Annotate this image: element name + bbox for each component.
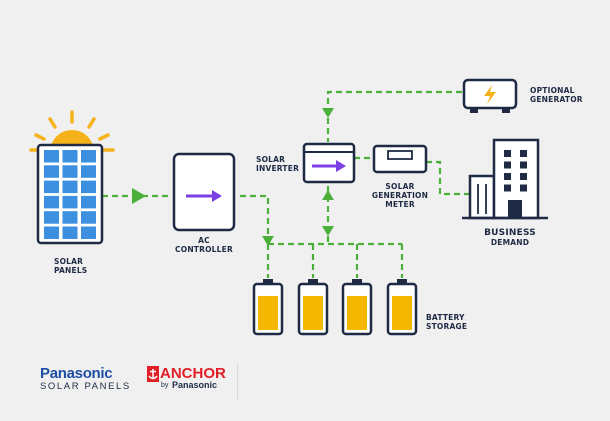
building-window [520, 173, 527, 180]
flow-arrowheads [132, 108, 334, 246]
panel-cell [81, 195, 96, 209]
panel-cell [81, 150, 96, 163]
panel-cell [62, 226, 78, 239]
generator-icon [462, 78, 518, 113]
flow-generator-to-inverter [326, 90, 462, 142]
building-window [504, 184, 511, 192]
battery-icon [297, 279, 329, 336]
anchor-by: by [161, 382, 169, 389]
arrow-down-generator [322, 108, 334, 118]
label-business-demand: BUSINESS DEMAND [484, 228, 536, 247]
anchor-icon [147, 366, 159, 382]
generation-meter-icon [372, 144, 428, 174]
label-solar-inverter: SOLAR INVERTER [256, 155, 300, 173]
building-window [504, 173, 511, 180]
label-optional-generator: OPTIONAL GENERATOR [530, 86, 583, 104]
flow-meter-to-building [426, 160, 470, 196]
panasonic-sub: SOLAR PANELS [40, 381, 131, 392]
panel-cell [81, 226, 96, 239]
building-window [504, 150, 511, 157]
arrow-down-bus [262, 236, 274, 246]
ac-controller-icon [172, 152, 236, 232]
solar-panel-icon [36, 143, 104, 245]
panel-cell [81, 165, 96, 178]
panel-cell [44, 165, 59, 178]
panel-cell [62, 211, 78, 224]
flow-controller-to-bus [240, 194, 270, 244]
battery-icon [341, 279, 373, 336]
building-window [520, 150, 527, 157]
building-window [504, 161, 511, 169]
building-icon [462, 138, 548, 220]
arrow-down-inverter [322, 226, 334, 236]
label-solar-panels: SOLAR PANELS [54, 257, 88, 275]
building-window [520, 184, 527, 192]
battery-icon [252, 279, 284, 336]
battery-icon [386, 279, 418, 336]
label-battery-storage: BATTERY STORAGE [426, 313, 468, 331]
anchor-panasonic: Panasonic [172, 380, 218, 390]
panel-cell [62, 195, 78, 209]
panel-cell [44, 211, 59, 224]
panel-cell [62, 150, 78, 163]
panel-cell [62, 180, 78, 194]
logo-divider [237, 364, 238, 400]
label-generation-meter: SOLAR GENERATION METER [371, 182, 429, 209]
panel-cell [44, 180, 59, 194]
battery-storage-icons [252, 279, 418, 336]
panel-cell [81, 211, 96, 224]
panel-cell [81, 180, 96, 194]
solar-inverter-icon [302, 142, 356, 184]
panasonic-logo: Panasonic SOLAR PANELS [40, 366, 131, 393]
panel-cell [44, 226, 59, 239]
building-window [520, 161, 527, 169]
panel-cell [44, 150, 59, 163]
anchor-logo: ANCHOR by Panasonic [147, 364, 242, 404]
panel-cell [62, 165, 78, 178]
label-ac-controller: AC CONTROLLER [175, 236, 233, 254]
arrow-up-inverter [322, 190, 334, 200]
arrow-right-panels [132, 188, 146, 204]
anchor-word: ANCHOR [160, 365, 226, 382]
panasonic-brand: Panasonic [40, 365, 113, 382]
panel-cell [44, 195, 59, 209]
